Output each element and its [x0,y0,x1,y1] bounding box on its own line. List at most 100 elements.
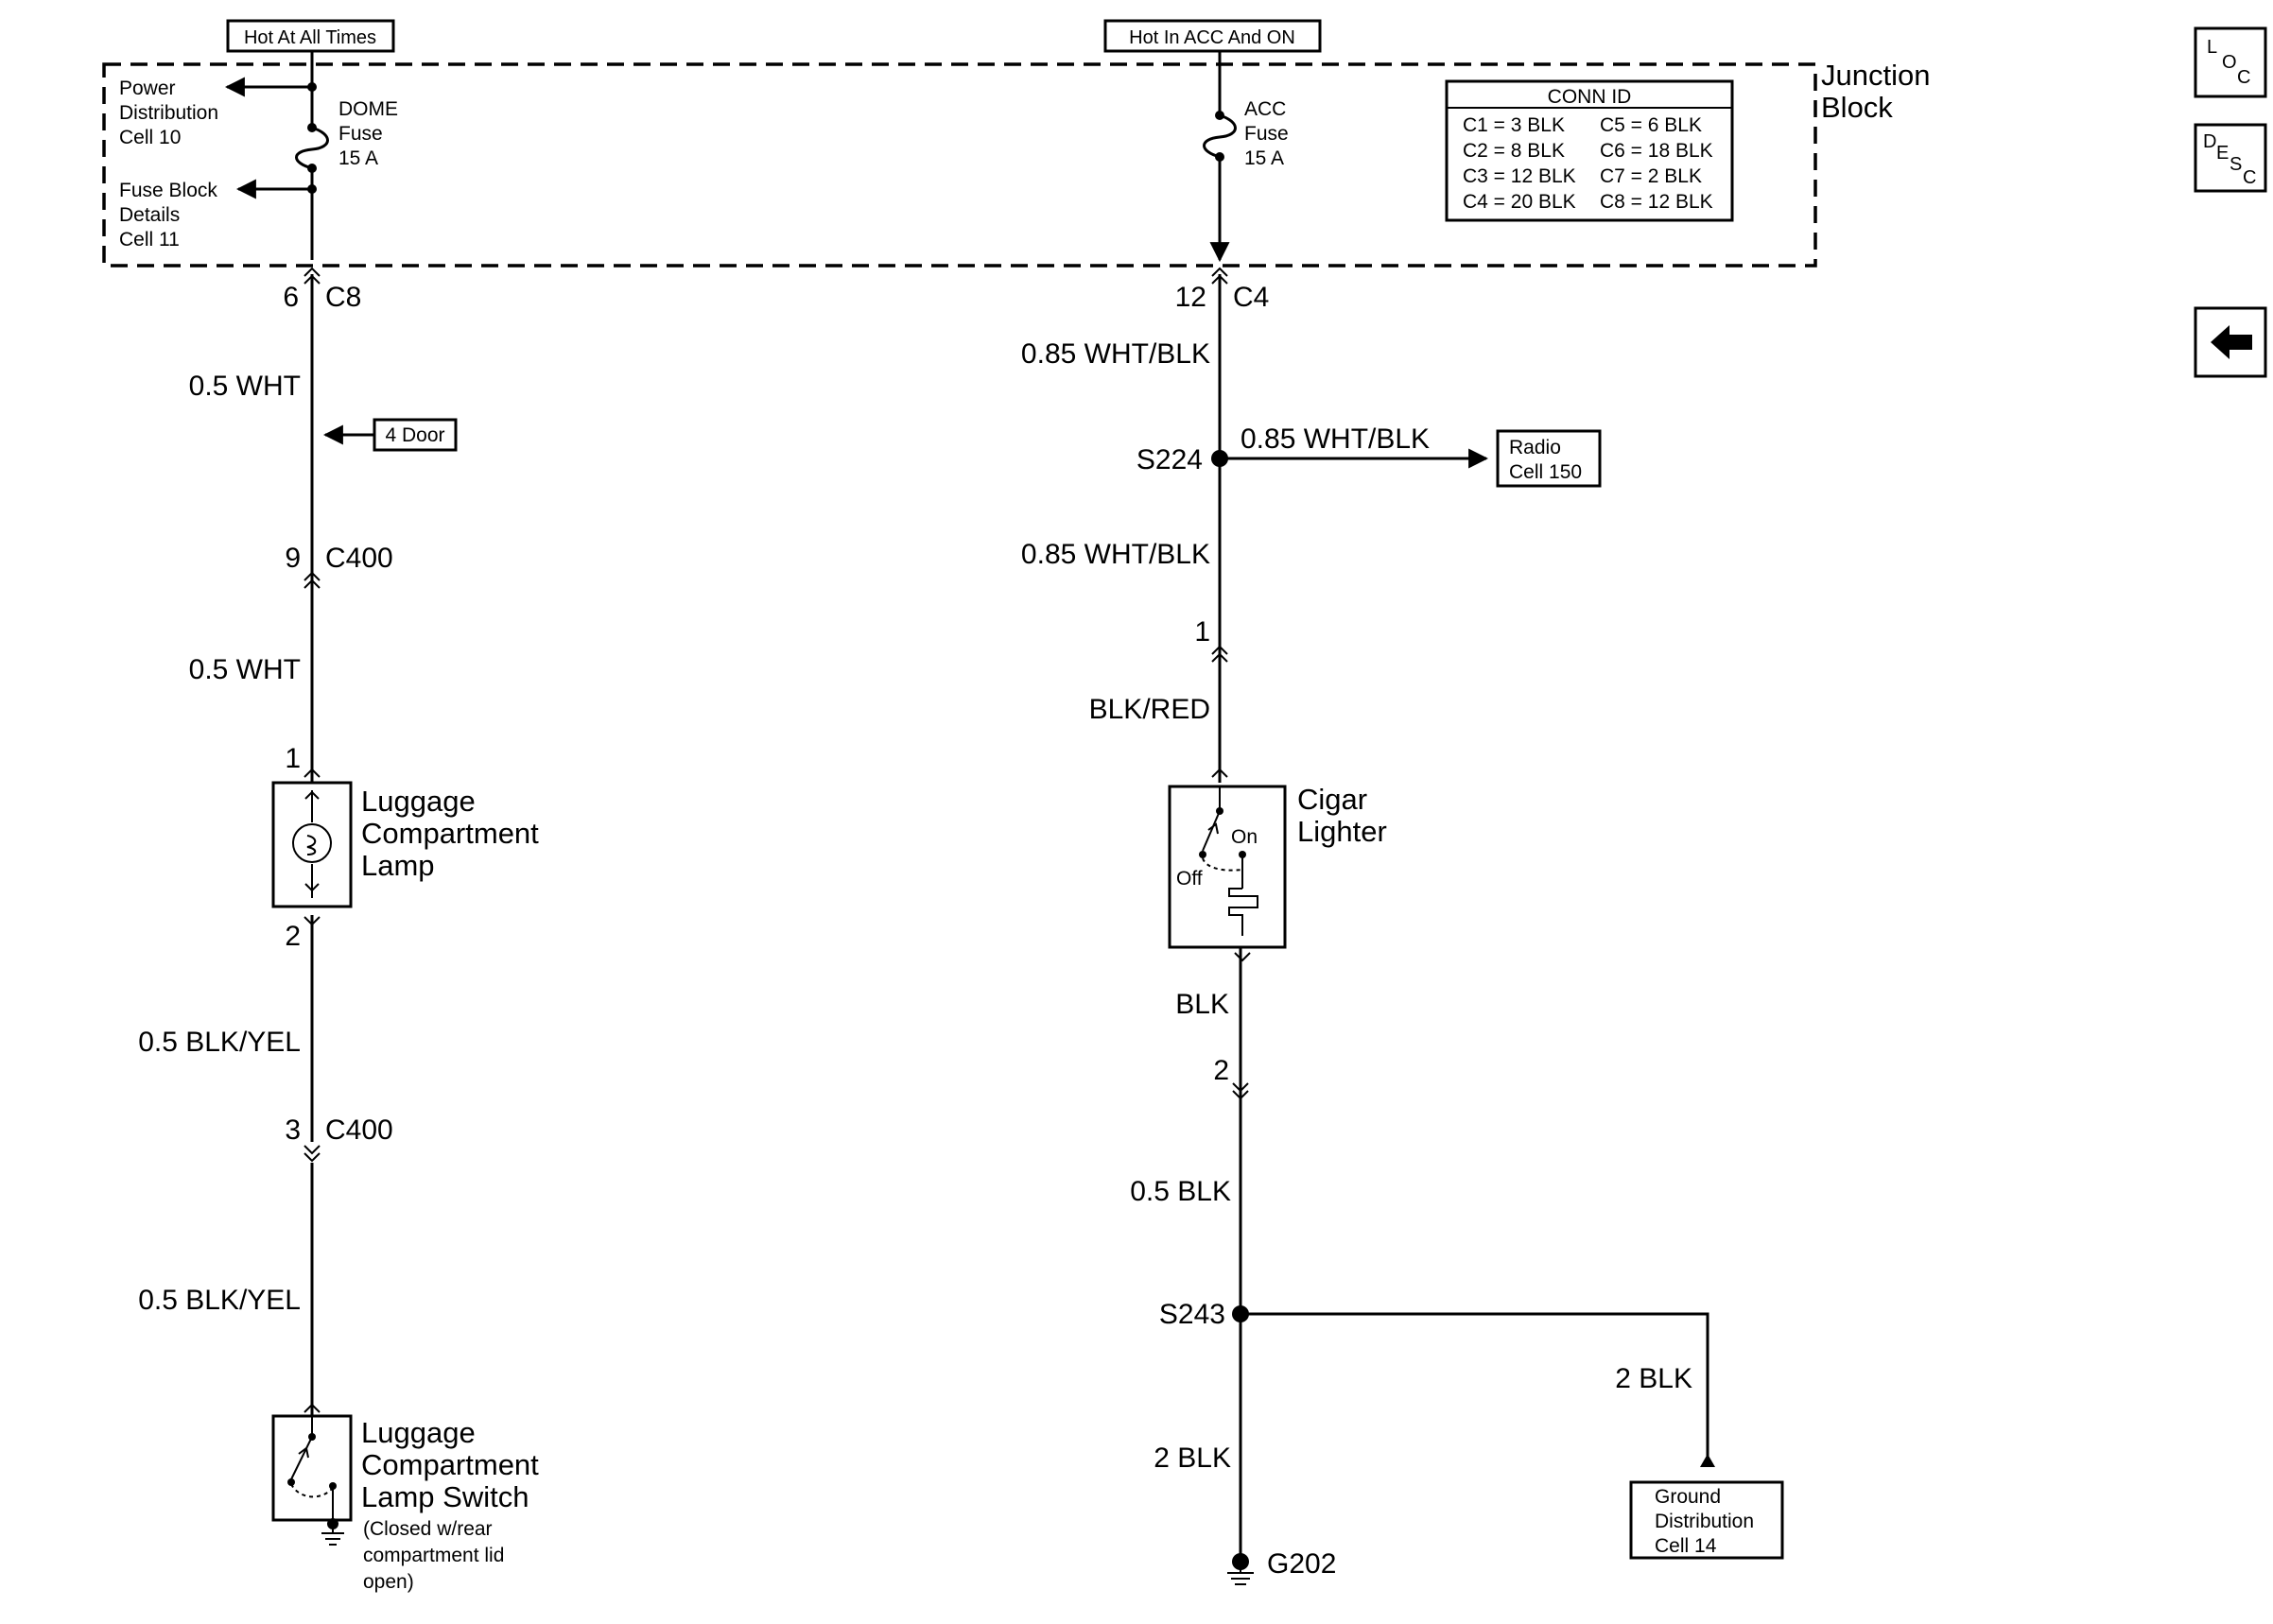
svg-text:Compartment: Compartment [361,817,539,850]
svg-text:DOME: DOME [338,98,398,120]
wire-label: 0.5 BLK/YEL [138,1027,301,1058]
svg-text:C5 = 6 BLK: C5 = 6 BLK [1600,114,1702,136]
svg-text:D: D [2203,131,2216,152]
cigar-lighter: On Off Cigar Lighter [1168,768,1387,962]
svg-text:compartment lid: compartment lid [363,1545,504,1566]
connector-c400-pin-3: 3 C400 [285,1114,393,1163]
svg-text:Luggage: Luggage [361,1416,476,1449]
svg-text:2 BLK: 2 BLK [1615,1363,1692,1394]
svg-text:Hot In ACC And ON: Hot In ACC And ON [1129,27,1295,48]
svg-text:Hot At All Times: Hot At All Times [244,27,376,48]
wire-label: 0.5 WHT [189,371,301,402]
wire-label: 0.85 WHT/BLK [1021,539,1210,570]
power-distribution-ref: Power Distribution Cell 10 [119,77,312,148]
svg-text:Ground: Ground [1655,1486,1721,1508]
svg-text:Off: Off [1176,868,1203,890]
wire-label: 0.85 WHT/BLK [1021,338,1210,370]
svg-text:O: O [2222,52,2237,73]
wire-label: 0.5 BLK/YEL [138,1285,301,1316]
svg-text:Details: Details [119,204,180,226]
svg-text:6: 6 [283,282,299,313]
svg-text:S: S [2230,154,2242,175]
loc-button[interactable]: L O C [2194,26,2267,98]
svg-text:1: 1 [1194,616,1210,648]
wire-label: 0.5 BLK [1130,1176,1231,1207]
svg-text:12: 12 [1175,282,1206,313]
wire-label: BLK [1175,989,1229,1020]
svg-text:C400: C400 [325,543,393,574]
wire-label: 0.5 WHT [189,654,301,685]
four-door-ref: 4 Door [322,418,458,452]
svg-text:Fuse Block: Fuse Block [119,180,217,201]
svg-text:ACC: ACC [1244,98,1286,120]
svg-text:Cell 11: Cell 11 [119,229,180,251]
connector-lighter-pin-1: 1 [1194,616,1228,663]
back-arrow-icon [2211,325,2252,359]
svg-text:S224: S224 [1136,444,1203,475]
svg-text:open): open) [363,1571,414,1593]
splice-s224: S224 [1136,444,1228,475]
connector-c4: 12 C4 [1175,267,1269,313]
junction-block-title: Junction [1821,59,1930,92]
svg-text:(Closed w/rear: (Closed w/rear [363,1518,493,1540]
svg-text:Power: Power [119,78,176,99]
dome-fuse: DOME Fuse 15 A [295,51,398,260]
svg-text:Cigar: Cigar [1297,783,1367,816]
svg-text:C3 = 12 BLK: C3 = 12 BLK [1463,165,1576,187]
svg-text:Distribution: Distribution [1655,1511,1754,1532]
wire-label: 2 BLK [1154,1443,1231,1474]
svg-text:Luggage: Luggage [361,785,476,818]
svg-text:Compartment: Compartment [361,1448,539,1481]
back-arrow-button[interactable] [2194,306,2267,378]
connector-c8: 6 C8 [283,267,361,313]
conn-id-table: CONN ID C1 = 3 BLK C5 = 6 BLK C2 = 8 BLK… [1445,79,1734,222]
hot-at-all-times-label: Hot At All Times [226,19,395,53]
svg-text:Fuse: Fuse [1244,123,1289,145]
svg-text:C6 = 18 BLK: C6 = 18 BLK [1600,140,1713,162]
connector-c400-pin-9: 9 C400 [285,543,393,589]
svg-text:C8 = 12 BLK: C8 = 12 BLK [1600,191,1713,213]
svg-text:9: 9 [285,543,301,574]
svg-text:C7 = 2 BLK: C7 = 2 BLK [1600,165,1702,187]
junction-block-title-2: Block [1821,91,1893,124]
svg-text:Cell 14: Cell 14 [1655,1535,1717,1557]
svg-text:Cell 10: Cell 10 [119,127,181,148]
svg-text:3: 3 [285,1114,301,1146]
svg-text:0.85 WHT/BLK: 0.85 WHT/BLK [1241,423,1430,455]
luggage-compartment-lamp-switch: Luggage Compartment Lamp Switch (Closed … [271,1403,539,1593]
svg-text:C: C [2237,67,2250,88]
svg-text:Radio: Radio [1509,437,1561,458]
acc-fuse: ACC Fuse 15 A [1203,51,1289,263]
radio-ref: 0.85 WHT/BLK Radio Cell 150 [1220,423,1602,488]
fuse-block-details-ref: Fuse Block Details Cell 11 [119,179,312,251]
svg-text:C2 = 8 BLK: C2 = 8 BLK [1463,140,1565,162]
junction-block [102,62,1817,268]
svg-text:S243: S243 [1159,1299,1225,1330]
svg-text:C1 = 3 BLK: C1 = 3 BLK [1463,114,1565,136]
svg-text:2: 2 [285,921,301,952]
svg-text:2: 2 [1213,1055,1229,1086]
svg-text:Lamp Switch: Lamp Switch [361,1480,529,1513]
svg-text:C400: C400 [325,1114,393,1146]
svg-text:Lamp: Lamp [361,849,435,882]
svg-text:Distribution: Distribution [119,102,218,124]
ground-g202: G202 [1227,1548,1336,1585]
svg-text:CONN ID: CONN ID [1548,86,1632,108]
hot-in-acc-and-on-label: Hot In ACC And ON [1103,19,1322,53]
svg-text:G202: G202 [1267,1548,1336,1580]
svg-text:C4: C4 [1233,282,1269,313]
luggage-compartment-lamp: 1 2 Luggage Compartment Lamp [271,743,539,952]
wire-label: BLK/RED [1089,694,1210,725]
svg-text:15 A: 15 A [338,147,378,169]
svg-text:Fuse: Fuse [338,123,383,145]
svg-text:15 A: 15 A [1244,147,1284,169]
svg-text:C8: C8 [325,282,361,313]
desc-button[interactable]: D E S C [2194,123,2267,193]
svg-text:Lighter: Lighter [1297,815,1387,848]
connector-lighter-pin-2: 2 [1213,1055,1249,1100]
svg-text:1: 1 [285,743,301,774]
svg-text:E: E [2216,143,2229,164]
ground-distribution-ref: 2 BLK Ground Distribution Cell 14 [1241,1312,1784,1560]
svg-text:On: On [1231,826,1258,848]
svg-text:Cell 150: Cell 150 [1509,461,1582,483]
